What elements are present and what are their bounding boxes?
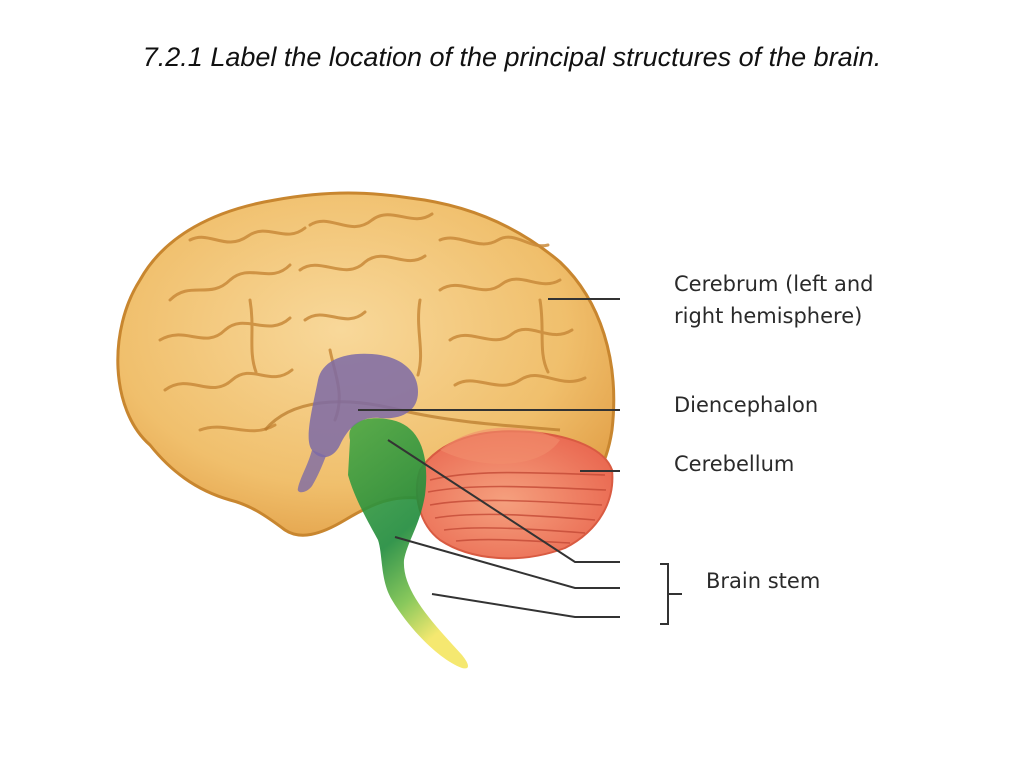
brain-stem-shape: [348, 418, 468, 669]
label-cerebellum: Cerebellum: [674, 452, 794, 476]
leader-lines: [358, 298, 682, 625]
label-cerebrum-line2: right hemisphere): [674, 304, 862, 328]
label-cerebrum-line1: Cerebrum (left and: [674, 272, 873, 296]
label-brain-stem: Brain stem: [706, 569, 820, 593]
cerebellum-shape: [416, 427, 614, 560]
label-diencephalon: Diencephalon: [674, 393, 818, 417]
medulla-leader-line: [431, 593, 620, 618]
pons-leader-line: [394, 536, 620, 589]
diencephalon-shape: [297, 353, 418, 493]
brain-stem-bracket: [660, 563, 682, 625]
midbrain-leader-line: [387, 439, 620, 563]
slide-title: 7.2.1 Label the location of the principa…: [142, 42, 882, 72]
